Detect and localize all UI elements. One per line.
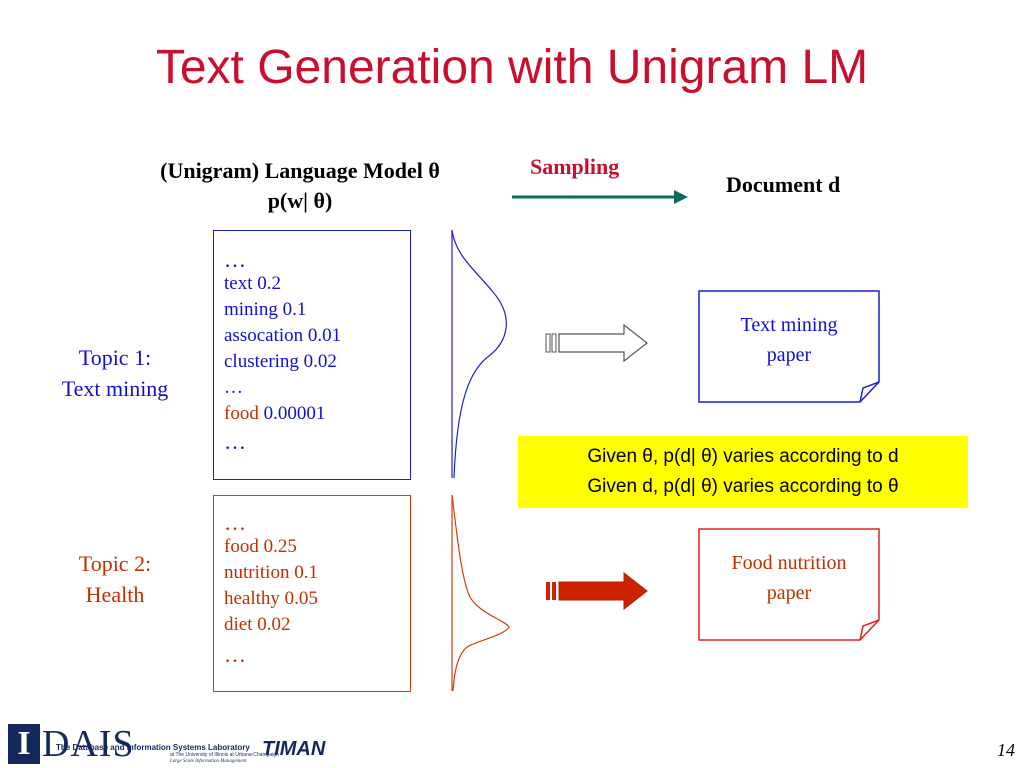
topic2-word-healthy: healthy 0.05 [224,588,318,609]
topic1-paper-line1: Text mining [740,314,838,336]
illinois-logo-icon: I [8,724,40,764]
sampling-arrow [512,190,688,204]
dais-lab-tagline: Large Scale Information Management [170,759,247,764]
note-box: Given θ, p(d| θ) varies according to d G… [518,436,968,508]
dais-lab-name: The Database and Information Systems Lab… [56,743,250,752]
topic1-word-distribution: … text 0.2 mining 0.1 assocation 0.01 cl… [213,230,411,480]
topic2-word-food: food 0.25 [224,536,297,557]
topic2-paper-shape [698,528,880,641]
language-model-header-line2: p(w| θ) [267,188,333,213]
topic1-word-food: food 0.00001 [224,401,410,427]
slide-title: Text Generation with Unigram LM [155,41,869,94]
topic2-paper: Food nutrition paper [699,548,879,660]
topic2-word-diet: diet 0.02 [224,614,291,635]
topic2-label-line1: Topic 2: [78,551,152,576]
topic1-paper-line2: paper [766,344,812,366]
topic2-label-line2: Health [85,582,145,607]
page-number: 14 [997,740,1015,760]
topic2-word-distribution: … food 0.25 nutrition 0.1 healthy 0.05 d… [213,495,411,692]
topic1-distribution-curve [451,230,507,479]
topic1-label-line2: Text mining [61,376,169,401]
topic1-word-clustering: clustering 0.02 [224,351,337,372]
topic2-paper-line2: paper [766,582,812,604]
topic1-label: Topic 1: Text mining [40,342,190,404]
topic1-word-assocation: assocation 0.01 [224,325,342,346]
topic1-dots-mid: … [224,377,243,398]
timan-logo: TIMAN [262,738,326,760]
topic1-word-food-word: food [224,403,259,424]
topic1-sampling-arrow [545,323,648,363]
topic1-paper-shape [698,290,880,403]
topic2-dots-top: … [224,510,246,535]
topic1-dots-top: … [224,247,246,272]
topic2-label: Topic 2: Health [40,548,190,610]
language-model-header-line1: (Unigram) Language Model θ [160,158,440,183]
dais-lab-subtitle: at The University of Illinois at Urbana-… [170,752,279,758]
topic1-label-line1: Topic 1: [78,345,152,370]
topic2-dots-bottom: … [224,642,246,667]
topic2-word-nutrition: nutrition 0.1 [224,562,318,583]
document-label: Document d [726,172,841,197]
topic2-sampling-arrow [546,571,648,611]
note-line1: Given θ, p(d| θ) varies according to d [587,446,899,467]
note-line2: Given d, p(d| θ) varies according to θ [587,476,899,497]
topic1-word-text: text 0.2 [224,273,281,294]
sampling-label: Sampling [530,154,620,179]
topic1-word-food-prob: 0.00001 [258,403,326,424]
topic2-distribution-curve [451,495,510,692]
topic1-word-mining: mining 0.1 [224,299,307,320]
topic2-paper-line1: Food nutrition [731,552,847,574]
topic1-dots-bottom: … [224,429,246,454]
language-model-header: (Unigram) Language Model θ p(w| θ) [90,156,510,216]
topic1-paper: Text mining paper [699,310,879,422]
dais-logo: DAIS [42,723,135,765]
